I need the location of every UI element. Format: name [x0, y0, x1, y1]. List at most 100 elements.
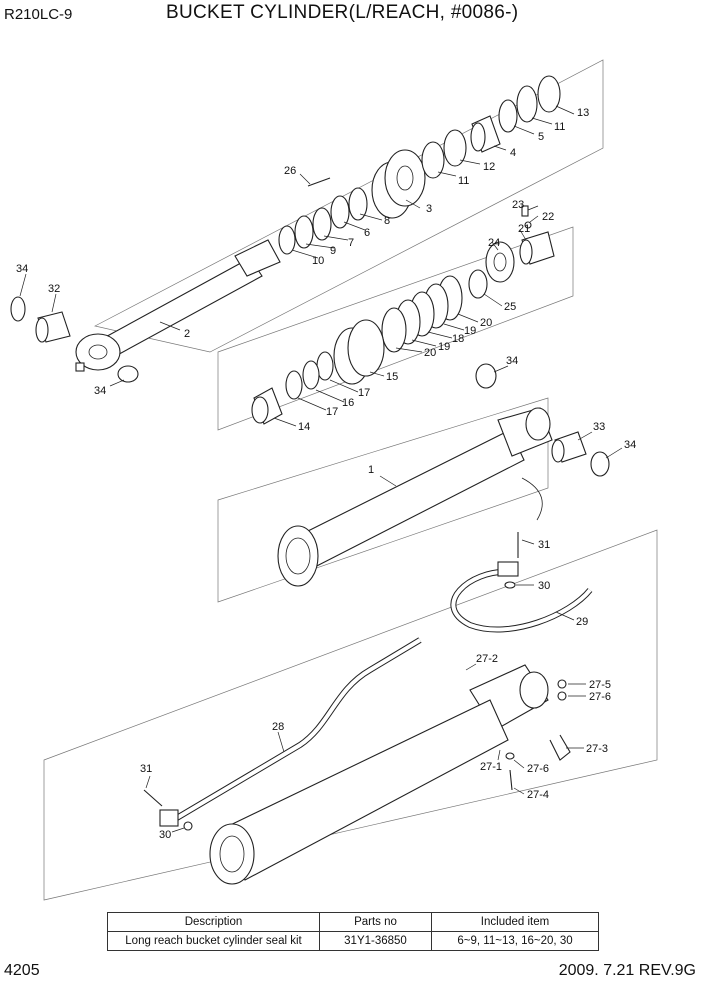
ring-25 [468, 269, 488, 299]
detail-arrow [521, 477, 543, 521]
ring-11-a [421, 141, 445, 179]
rod-panel-outline [217, 397, 549, 603]
callout-34-c: 34 [506, 355, 518, 367]
u-bolt-27-3 [549, 734, 571, 761]
cylinder-tube [277, 407, 553, 587]
cell-parts-no: 31Y1-36850 [319, 931, 432, 951]
tube-detail-27 [209, 664, 549, 885]
ring-17-b [285, 370, 303, 400]
ring-34-left [10, 296, 26, 322]
callout-21: 21 [518, 223, 530, 235]
piston-rod [75, 239, 281, 372]
ring-34-tube [475, 363, 497, 389]
flange-block-31-left [159, 809, 179, 827]
callout-30-a: 30 [538, 580, 550, 592]
callout-12: 12 [483, 161, 495, 173]
ball-22 [524, 221, 532, 229]
callout-18: 18 [452, 333, 464, 345]
set-screw-23 [521, 205, 529, 217]
bushing-4 [470, 115, 501, 153]
ring-34-lower [117, 365, 139, 383]
callout-6: 6 [364, 227, 370, 239]
callout-30-b: 30 [159, 829, 171, 841]
bushing-33 [551, 431, 587, 463]
ring-9 [294, 215, 314, 249]
callout-27-3: 27-3 [586, 743, 608, 755]
callout-5: 5 [538, 131, 544, 143]
callout-8: 8 [384, 215, 390, 227]
callout-28: 28 [272, 721, 284, 733]
page-title: BUCKET CYLINDER(L/REACH, #0086-) [166, 2, 519, 23]
callout-17-b: 17 [326, 406, 338, 418]
callout-11-b: 11 [554, 121, 565, 133]
callout-1: 1 [368, 464, 374, 476]
piston-nut-24 [485, 241, 515, 283]
callout-33: 33 [593, 421, 605, 433]
ring-5 [498, 99, 518, 133]
nut-27-5 [557, 679, 567, 689]
callout-31-b: 31 [140, 763, 152, 775]
callout-3: 3 [426, 203, 432, 215]
callout-27-2: 27-2 [476, 653, 498, 665]
callout-25: 25 [504, 301, 516, 313]
pipe-29-inner [451, 569, 592, 632]
callout-27-6-a: 27-6 [589, 691, 611, 703]
ring-6 [330, 195, 350, 229]
callout-2: 2 [184, 328, 190, 340]
callout-15: 15 [386, 371, 398, 383]
ring-8 [348, 187, 368, 221]
pipe-28-inner [168, 638, 422, 824]
callout-19-a: 19 [464, 325, 476, 337]
callout-9: 9 [330, 245, 336, 257]
lower-panel-outline [43, 529, 658, 901]
callout-20-b: 20 [424, 347, 436, 359]
callout-31-a: 31 [538, 539, 550, 551]
ring-34-right [590, 451, 610, 477]
col-parts-no: Parts no [319, 912, 432, 932]
ring-16 [302, 360, 320, 390]
callout-34-a: 34 [16, 263, 28, 275]
callout-labels: 1 2 3 4 5 6 7 8 9 10 11 11 12 13 14 15 1… [16, 107, 636, 841]
callout-10: 10 [312, 255, 324, 267]
cell-included-item: 6~9, 11~13, 16~20, 30 [431, 931, 599, 951]
callout-17-a: 17 [358, 387, 370, 399]
callout-22: 22 [542, 211, 554, 223]
ring-13 [537, 75, 561, 113]
callout-27-1: 27-1 [480, 761, 502, 773]
cell-description: Long reach bucket cylinder seal kit [107, 931, 320, 951]
callout-13: 13 [577, 107, 589, 119]
middle-panel-outline [217, 226, 574, 431]
ring-20-b [381, 307, 407, 353]
callout-34-d: 34 [624, 439, 636, 451]
ring-11-b [516, 85, 538, 123]
callout-16: 16 [342, 397, 354, 409]
rod-cover-3 [371, 149, 426, 219]
table-header-row: Description Parts no Included item [107, 912, 599, 932]
callout-23: 23 [512, 199, 524, 211]
col-description: Description [107, 912, 320, 932]
ring-7 [312, 207, 332, 241]
callout-29: 29 [576, 616, 588, 628]
col-included-item: Included item [431, 912, 599, 932]
callout-19-b: 19 [438, 341, 450, 353]
leader-lines [19, 105, 623, 833]
table-row: Long reach bucket cylinder seal kit 31Y1… [107, 931, 599, 951]
bolt-31-left [143, 789, 163, 807]
bushing-32 [35, 311, 71, 343]
callout-14: 14 [298, 421, 310, 433]
o-ring-30-left [183, 821, 193, 831]
model-code: R210LC-9 [4, 6, 73, 23]
seal-kit-table: Description Parts no Included item Long … [107, 912, 599, 951]
bolt-26 [307, 177, 331, 187]
ring-12 [443, 129, 467, 167]
page-number: 4205 [4, 962, 40, 979]
callout-7: 7 [348, 237, 354, 249]
piston-15 [333, 319, 385, 385]
callout-11-a: 11 [458, 175, 469, 187]
ring-10 [278, 225, 296, 255]
washer-27-6 [557, 691, 567, 701]
callout-4: 4 [510, 147, 516, 159]
o-ring-30-top [504, 581, 516, 589]
cushion-ring-14 [251, 387, 283, 425]
